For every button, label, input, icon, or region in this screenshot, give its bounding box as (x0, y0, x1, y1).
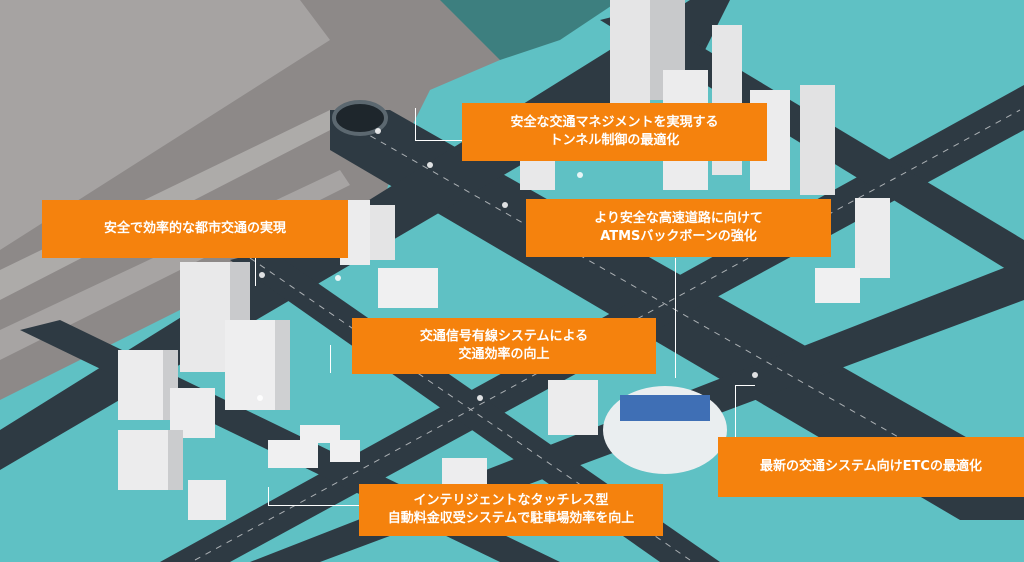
callout-text-line1: 安全で効率的な都市交通の実現 (103, 221, 286, 236)
callout-tunnel-control: 安全な交通マネジメントを実現する トンネル制御の最適化 (462, 103, 767, 161)
leader-line (268, 487, 269, 505)
etc-screens (620, 395, 710, 421)
leader-line (255, 258, 256, 286)
callout-text-line1: 最新の交通システム向けETCの最適化 (760, 459, 982, 474)
callout-text-line1: 安全な交通マネジメントを実現する (510, 115, 719, 130)
callout-traffic-signal: 交通信号有線システムによる 交通効率の向上 (352, 318, 656, 374)
mountain-rock-light (0, 0, 330, 250)
callout-etc-optimization: 最新の交通システム向けETCの最適化 (718, 437, 1024, 497)
leader-line (415, 108, 416, 141)
callout-parking-toll: インテリジェントなタッチレス型 自動料金収受システムで駐車場効率を向上 (359, 484, 663, 536)
light-flares (257, 128, 758, 401)
leader-line (735, 385, 736, 440)
callout-text-line2: ATMSバックボーンの強化 (600, 229, 757, 244)
callout-urban-traffic: 安全で効率的な都市交通の実現 (42, 200, 348, 258)
callout-text-line1: 交通信号有線システムによる (419, 329, 589, 344)
leader-line (330, 345, 331, 373)
callout-text-line1: より安全な高速道路に向けて (594, 211, 763, 226)
callout-text-line2: トンネル制御の最適化 (549, 133, 680, 148)
leader-line (735, 385, 755, 386)
tunnel-portal (332, 100, 388, 136)
leader-line (415, 140, 462, 141)
mountain-dark (440, 0, 620, 60)
leader-line (268, 505, 359, 506)
callout-text-line2: 交通効率の向上 (458, 347, 550, 362)
leader-line (675, 258, 676, 378)
callout-text-line2: 自動料金収受システムで駐車場効率を向上 (387, 511, 635, 526)
callout-text-line1: インテリジェントなタッチレス型 (413, 493, 609, 508)
callout-atms-backbone: より安全な高速道路に向けて ATMSバックボーンの強化 (526, 199, 831, 257)
